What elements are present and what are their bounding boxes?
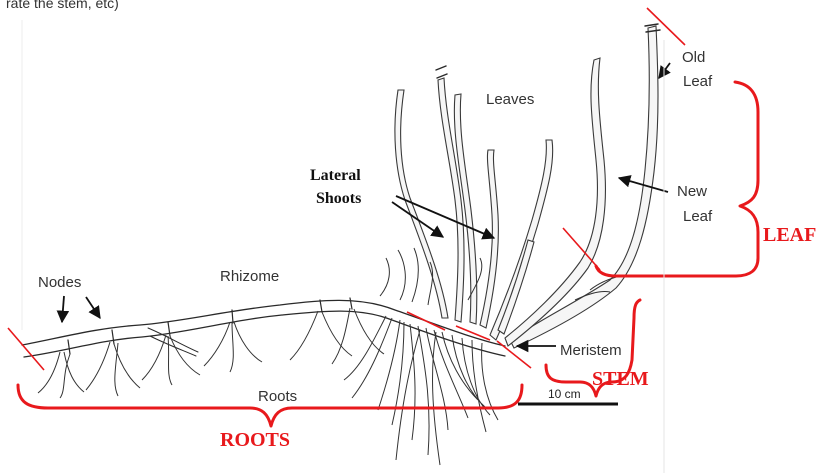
label-old-leaf-line1: Old (682, 49, 705, 66)
label-leaves: Leaves (486, 91, 534, 108)
label-rhizome: Rhizome (220, 268, 279, 285)
nodes-arrow-1 (62, 296, 64, 322)
lateral-shoots-arrow-2 (396, 196, 494, 238)
part-label-roots: ROOTS (220, 429, 290, 451)
part-label-leaf: LEAF (763, 224, 816, 246)
label-nodes: Nodes (38, 274, 81, 291)
label-lateral-shoots-line1: Lateral (310, 167, 361, 184)
leaves-drawing (380, 24, 660, 348)
label-old-leaf-line2: Leaf (683, 73, 713, 90)
cut-lines (8, 8, 685, 370)
label-meristem: Meristem (560, 342, 622, 359)
scale-bar-label: 10 cm (548, 387, 581, 401)
top-caption: rate the stem, etc) (6, 0, 119, 11)
label-new-leaf-line2: Leaf (683, 208, 713, 225)
nodes-arrow-2 (86, 297, 100, 318)
label-new-leaf-line1: New (677, 183, 707, 200)
label-lateral-shoots-line2: Shoots (316, 190, 361, 207)
rhizome-drawing (22, 298, 505, 357)
part-label-stem: STEM (592, 368, 649, 390)
label-roots: Roots (258, 388, 297, 405)
cut-line-left (8, 328, 44, 370)
